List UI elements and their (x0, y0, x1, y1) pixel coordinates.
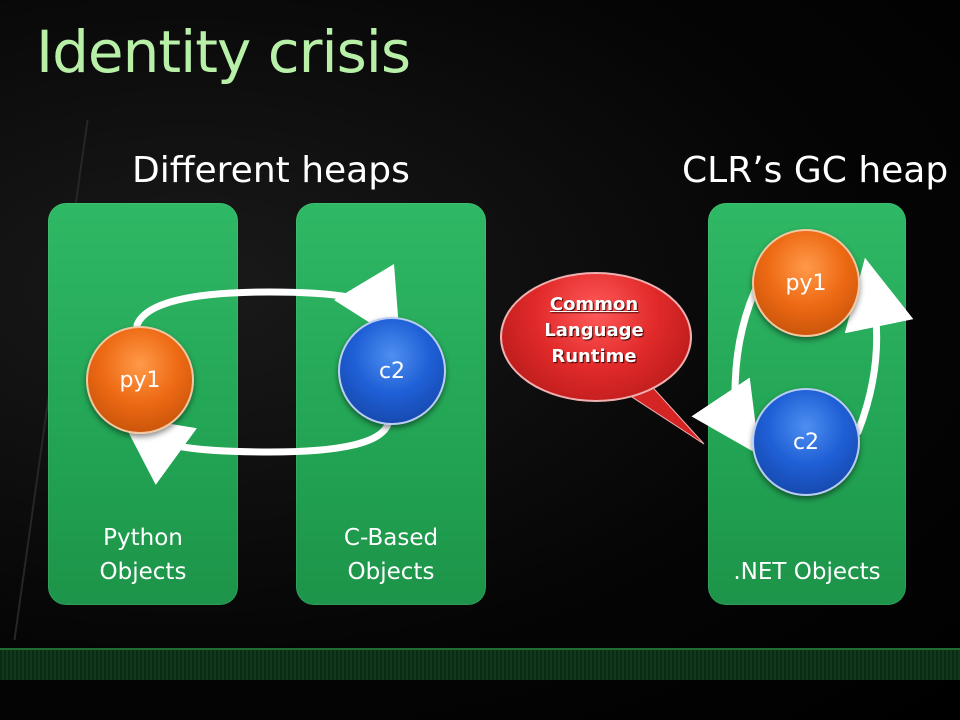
slide-title: Identity crisis (36, 18, 411, 86)
clr-callout-text: Common Language Runtime (500, 292, 688, 370)
dotnet-objects-label: .NET Objects (733, 559, 881, 585)
c-based-objects-heap: C-Based Objects (296, 203, 486, 605)
c-node-c2: c2 (338, 317, 446, 425)
heading-clr-gc-heap: CLR’s GC heap (682, 150, 949, 191)
callout-line-common: Common (549, 294, 639, 315)
c-based-objects-label-line1: C-Based (343, 525, 439, 551)
callout-line-language: Language (544, 320, 644, 341)
python-node-py1: py1 (86, 326, 194, 434)
python-objects-label-line1: Python (103, 525, 183, 551)
c-based-objects-label-line2: Objects (347, 559, 435, 585)
heading-different-heaps: Different heaps (132, 150, 410, 191)
net-node-c2: c2 (752, 388, 860, 496)
arrow-py1-to-c2 (133, 263, 401, 342)
callout-line-runtime: Runtime (551, 346, 637, 367)
clr-callout-bubble (500, 272, 692, 402)
footer-band (0, 648, 960, 680)
net-node-py1: py1 (752, 229, 860, 337)
arrow-net-c2-to-py1 (844, 257, 914, 436)
python-objects-label-line2: Objects (99, 559, 187, 585)
arrow-c2-to-py1 (119, 415, 392, 485)
